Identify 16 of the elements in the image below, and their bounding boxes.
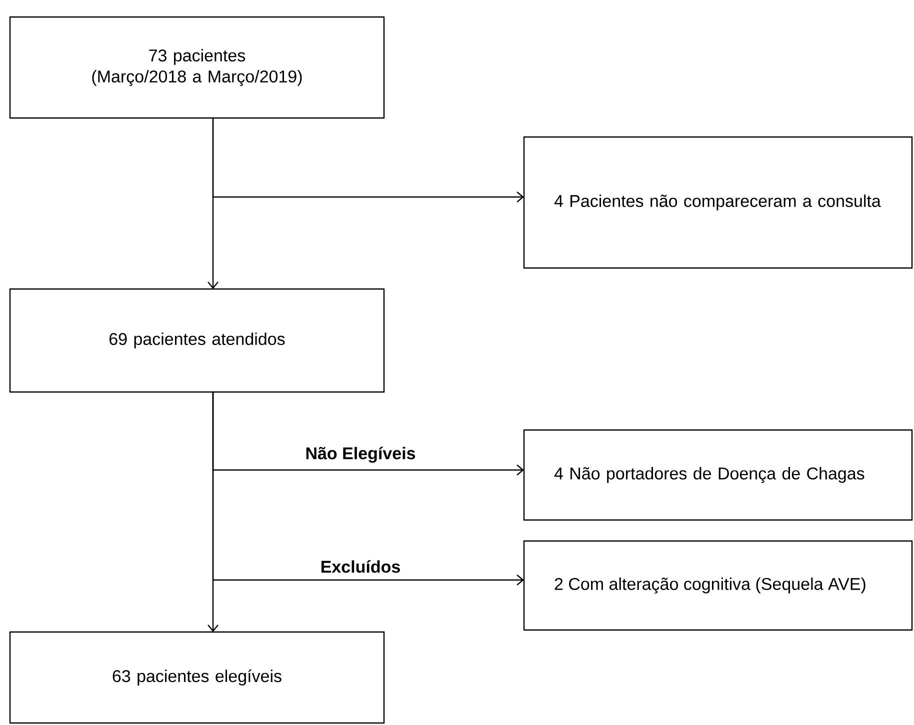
arrow xyxy=(212,118,524,202)
box-text: 69 pacientes atendidos xyxy=(110,332,285,348)
box-text: 4 Pacientes não compareceram a consulta xyxy=(554,194,881,210)
process-box xyxy=(9,288,385,393)
box-text: 63 pacientes elegíveis xyxy=(112,669,282,686)
arrow xyxy=(212,392,524,586)
edge-label: Não Elegíveis xyxy=(304,446,417,464)
box-text: 4 Não portadores de Doença de Chagas xyxy=(554,467,864,483)
exclusion-box xyxy=(523,136,913,269)
edge-label: Excluídos xyxy=(319,559,402,574)
exclusion-box xyxy=(523,540,913,631)
process-box xyxy=(9,631,385,724)
box-text: 2 Com alteração cognitiva (Sequela AVE) xyxy=(554,578,866,594)
box-text: 73 pacientes (Março/2018 a Março/2019) xyxy=(92,49,302,86)
process-box xyxy=(9,16,385,119)
exclusion-box xyxy=(523,429,913,521)
